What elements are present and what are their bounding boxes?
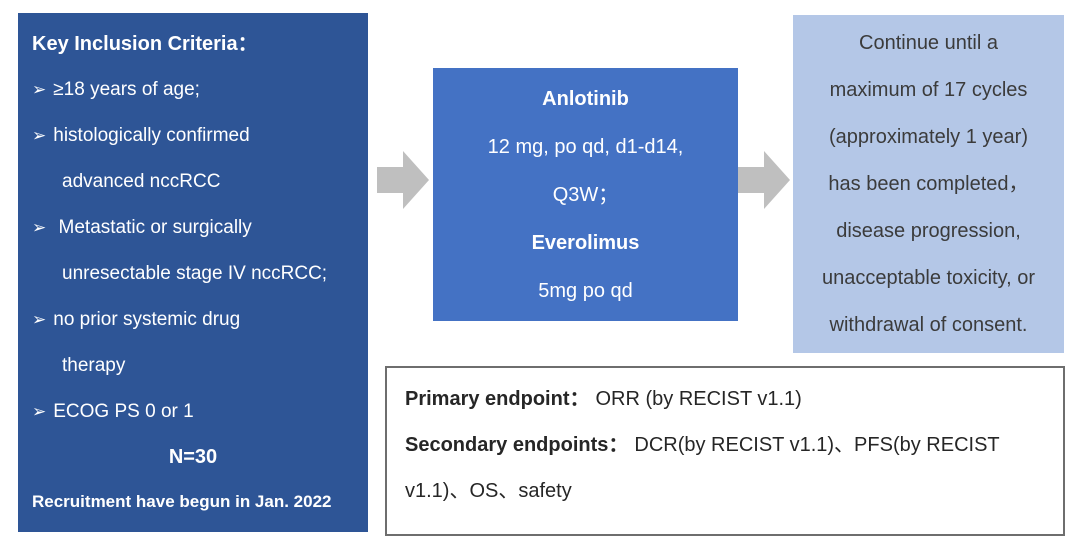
treatment-line: Everolimus [531, 231, 640, 254]
bullet-text: histologically confirmed [53, 125, 250, 146]
treatment-lines: Anlotinib 12 mg, po qd, d1-d14, Q3W； Everol… [433, 75, 738, 315]
secondary-endpoints-row: Secondary endpoints：DCR(by RECIST v1.1)、… [405, 422, 1045, 514]
bullet-text: therapy [62, 355, 126, 376]
inclusion-bullet-list: ➢ ≥18 years of age; ➢ histologically confir… [32, 67, 354, 435]
flow-arrow-shape [377, 151, 429, 209]
continuation-line: unacceptable toxicity, or [821, 266, 1036, 289]
inclusion-bullet: ➢ ≥18 years of age; [32, 67, 354, 113]
bullet-line: ➢ ≥18 years of age; [32, 67, 354, 113]
bullet-text: Metastatic or surgically [53, 217, 252, 238]
bullet-line: ➢ Metastatic or surgically [32, 205, 354, 251]
bullet-text: advanced nccRCC [62, 171, 221, 192]
bullet-line: advanced nccRCC [32, 159, 354, 205]
flow-arrow-shape [738, 151, 790, 209]
bullet-arrow-icon: ➢ [32, 80, 47, 99]
inclusion-bullet: ➢ histologically confirmed advanced nccRCC [32, 113, 354, 205]
inclusion-title: Key Inclusion Criteria： [32, 33, 258, 55]
recruitment-note: Recruitment have begun in Jan. 2022 [32, 492, 332, 511]
continuation-line: has been completed， [828, 172, 1029, 195]
inclusion-bullet: ➢ no prior systemic drug therapy [32, 297, 354, 389]
continuation-line: maximum of 17 cycles [829, 78, 1028, 101]
continuation-line: (approximately 1 year) [829, 125, 1028, 148]
bullet-line: ➢ histologically confirmed [32, 113, 354, 159]
treatment-line: Anlotinib [542, 87, 629, 110]
primary-endpoint-label: Primary endpoint： [405, 388, 590, 410]
bullet-text: ECOG PS 0 or 1 [53, 401, 194, 422]
continuation-line: Continue until a [859, 31, 998, 54]
treatment-line: 12 mg, po qd, d1-d14, [487, 135, 684, 158]
primary-endpoint-row: Primary endpoint：ORR (by RECIST v1.1) [405, 376, 1045, 422]
bullet-arrow-icon: ➢ [32, 126, 47, 145]
flow-arrow-icon [738, 151, 790, 209]
bullet-text: unresectable stage IV nccRCC; [62, 263, 328, 284]
treatment-line: Q3W； [552, 183, 619, 206]
inclusion-bullet: ➢ ECOG PS 0 or 1 [32, 389, 354, 435]
primary-endpoint-value: ORR (by RECIST v1.1) [595, 388, 802, 410]
inclusion-bullet: ➢ Metastatic or surgically unresectable s… [32, 205, 354, 297]
bullet-arrow-icon: ➢ [32, 218, 47, 237]
sample-size-label: N=30 [168, 446, 218, 468]
treatment-line: 5mg po qd [538, 279, 633, 302]
treatment-box: Anlotinib 12 mg, po qd, d1-d14, Q3W； Everol… [433, 68, 738, 321]
continuation-lines: Continue until a maximum of 17 cycles (app… [799, 20, 1058, 349]
bullet-line: ➢ ECOG PS 0 or 1 [32, 389, 354, 435]
inclusion-criteria-box: Key Inclusion Criteria： ➢ ≥18 years of ag… [18, 13, 368, 532]
secondary-endpoints-value: DCR(by RECIST v1.1)、PFS(by RECIST v1.1)、… [405, 434, 1000, 502]
continuation-box: Continue until a maximum of 17 cycles (app… [793, 15, 1064, 353]
bullet-arrow-icon: ➢ [32, 402, 47, 421]
bullet-arrow-icon: ➢ [32, 310, 47, 329]
bullet-text: no prior systemic drug [53, 309, 241, 330]
flow-arrow-icon [377, 151, 429, 209]
bullet-line: unresectable stage IV nccRCC; [32, 251, 354, 297]
bullet-line: therapy [32, 343, 354, 389]
continuation-line: withdrawal of consent. [829, 313, 1028, 336]
secondary-endpoints-label: Secondary endpoints： [405, 434, 629, 456]
bullet-text: ≥18 years of age; [53, 79, 200, 100]
endpoints-box: Primary endpoint：ORR (by RECIST v1.1) Se… [385, 366, 1065, 536]
bullet-line: ➢ no prior systemic drug [32, 297, 354, 343]
continuation-line: disease progression, [836, 219, 1021, 242]
